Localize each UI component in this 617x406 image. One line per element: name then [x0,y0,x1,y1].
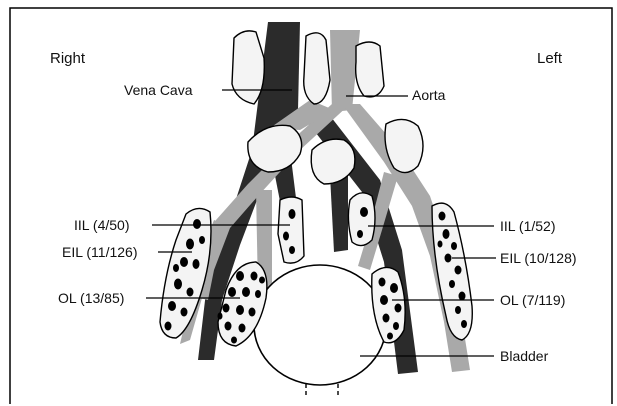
right-iil-node [278,197,304,263]
eil-right-label: EIL (11/126) [62,244,138,260]
lymph-node [232,31,264,104]
iil-left-label: IIL (1/52) [500,218,556,234]
eil-left-label: EIL (10/128) [500,250,577,266]
ol-left-label: OL (7/119) [500,292,565,308]
urethra-lines [306,384,338,396]
lymph-node [304,33,330,104]
left-eil-node [432,203,472,340]
iil-right-label: IIL (4/50) [74,217,130,233]
right-side-label: Right [50,50,86,67]
bladder-organ [254,265,386,396]
bladder-shape [254,265,386,385]
bladder-label: Bladder [500,348,549,364]
left-iil-node [348,193,375,246]
ol-right-label: OL (13/85) [58,290,124,306]
left-side-label: Left [537,50,563,67]
lymph-node [356,42,384,97]
lymph-node [311,139,355,184]
vena-cava-label: Vena Cava [124,82,193,98]
aorta-label: Aorta [412,87,446,103]
